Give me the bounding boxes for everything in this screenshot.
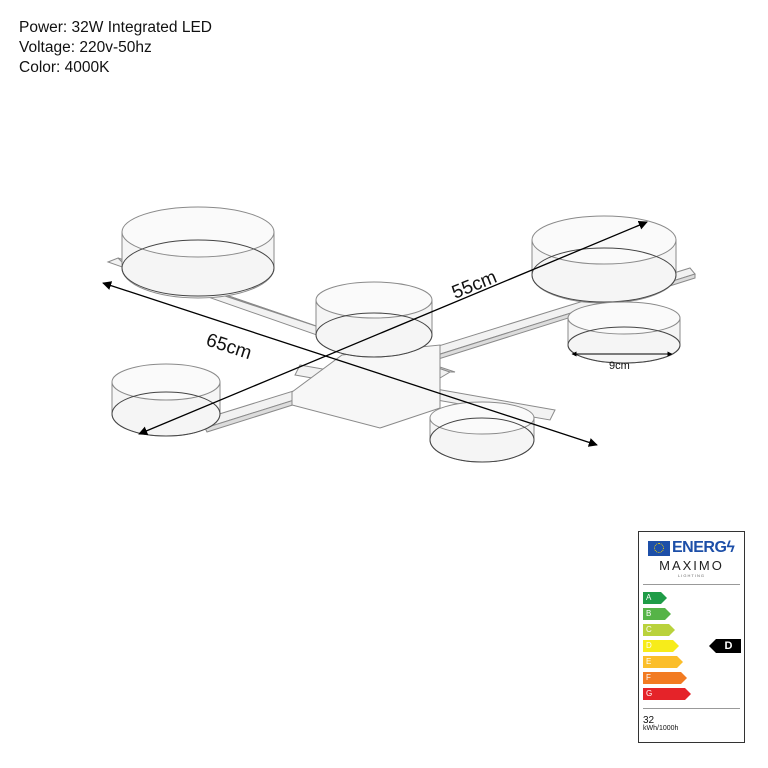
color-spec: Color: 4000K [19, 59, 110, 76]
divider [643, 708, 740, 709]
energy-class-g: G [643, 688, 691, 700]
energy-class-e: E [643, 656, 683, 668]
energy-class-a: A [643, 592, 667, 604]
eu-flag-icon [648, 541, 670, 556]
energy-title: ENERGϟ [672, 539, 735, 556]
energy-class-b: B [643, 608, 671, 620]
energy-rating-pointer: D [709, 639, 741, 653]
energy-rating: D [716, 639, 741, 653]
voltage-spec: Voltage: 220v-50hz [19, 39, 152, 56]
energy-label-header: ENERGϟ [643, 537, 740, 559]
divider [643, 584, 740, 585]
shade-diameter-label: 9cm [609, 360, 630, 372]
energy-class-c: C [643, 624, 675, 636]
energy-consumption-unit: kWh/1000h [643, 725, 679, 732]
energy-class-d: D [643, 640, 679, 652]
brand-logo: MAXIMO [659, 558, 724, 573]
brand-subtitle: LIGHTING [678, 573, 705, 578]
width-dimension-line [138, 220, 648, 436]
specs-block: Power: 32W Integrated LED Voltage: 220v-… [19, 18, 212, 78]
shade-bottom-center [429, 401, 535, 463]
lightning-icon: ϟ [726, 539, 735, 556]
power-spec: Power: 32W Integrated LED [19, 19, 212, 36]
energy-consumption-value: 32 [643, 715, 655, 726]
lamp-shades [111, 206, 681, 463]
length-label: 65cm [203, 330, 254, 364]
width-label: 55cm [449, 267, 500, 304]
shade-top-right [531, 215, 677, 304]
energy-class-f: F [643, 672, 687, 684]
shade-bottom-left [111, 363, 221, 437]
shade-top-left [121, 206, 275, 299]
dimension-lines [102, 220, 673, 447]
